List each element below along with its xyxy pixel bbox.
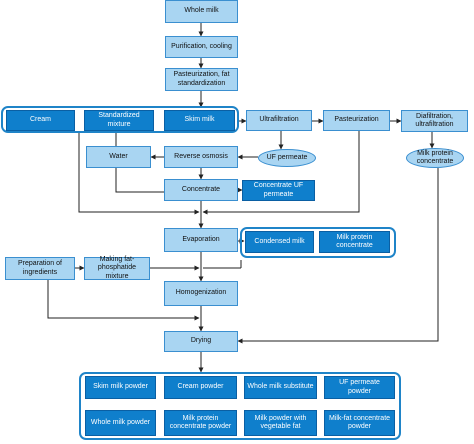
product-uf-permeate-powder: UF permeate powder xyxy=(324,376,395,399)
node-cream: Cream xyxy=(6,110,75,131)
node-concentrate: Concentrate xyxy=(164,179,238,201)
product-cream-powder: Cream powder xyxy=(164,376,237,399)
node-diafiltration: Diafiltration, ultrafiltration xyxy=(401,110,468,132)
node-ultrafiltration: Ultrafiltration xyxy=(246,110,312,131)
arrow-mpc-oval-to-drying xyxy=(237,168,439,344)
node-fat-phosphatide: Making fat-phosphatide mixture xyxy=(84,256,150,280)
arrow-fat-phosphatide-to-drying xyxy=(47,280,200,321)
product-milk-fat-concentrate-powder: Milk-fat concentrate powder xyxy=(324,410,395,436)
node-skim-milk: Skim milk xyxy=(164,110,235,131)
node-reverse-osmosis: Reverse osmosis xyxy=(164,146,238,168)
product-milk-powder-vegetable-fat: Milk powder with vegetable fat xyxy=(244,410,317,436)
node-pasteurization: Pasteurization xyxy=(323,110,390,131)
node-purification: Purification, cooling xyxy=(165,36,238,58)
node-concentrate-uf-permeate: Concentrate UF permeate xyxy=(242,180,315,201)
node-uf-permeate: UF permeate xyxy=(258,149,316,167)
node-whole-milk: Whole milk xyxy=(165,0,238,23)
product-whole-milk-powder: Whole milk powder xyxy=(85,410,156,436)
node-pasteurization-fat: Pasteurization, fat standardization xyxy=(165,68,238,91)
node-milk-protein-concentrate-oval: Milk protein concentrate xyxy=(406,148,464,168)
node-evaporation: Evaporation xyxy=(164,228,238,252)
node-water: Water xyxy=(86,146,151,168)
node-condensed-milk: Condensed milk xyxy=(245,231,314,253)
arrow-pasteurization-to-merge xyxy=(202,131,360,215)
product-milk-protein-concentrate-powder: Milk protein concentrate powder xyxy=(164,410,237,436)
product-skim-milk-powder: Skim milk powder xyxy=(85,376,156,399)
node-standardized-mixture: Standardized mixture xyxy=(84,110,154,131)
node-drying: Drying xyxy=(164,331,238,352)
products-group xyxy=(79,372,401,440)
condensed-group xyxy=(240,227,396,258)
node-milk-protein-concentrate: Milk protein concentrate xyxy=(319,231,390,253)
separation-group xyxy=(1,106,239,133)
product-whole-milk-substitute: Whole milk substitute xyxy=(244,376,317,399)
node-prep-ingredients: Preparation of ingredients xyxy=(5,257,75,280)
node-homogenization: Homogenization xyxy=(164,281,238,306)
arrow-cream-to-merge xyxy=(78,131,200,215)
